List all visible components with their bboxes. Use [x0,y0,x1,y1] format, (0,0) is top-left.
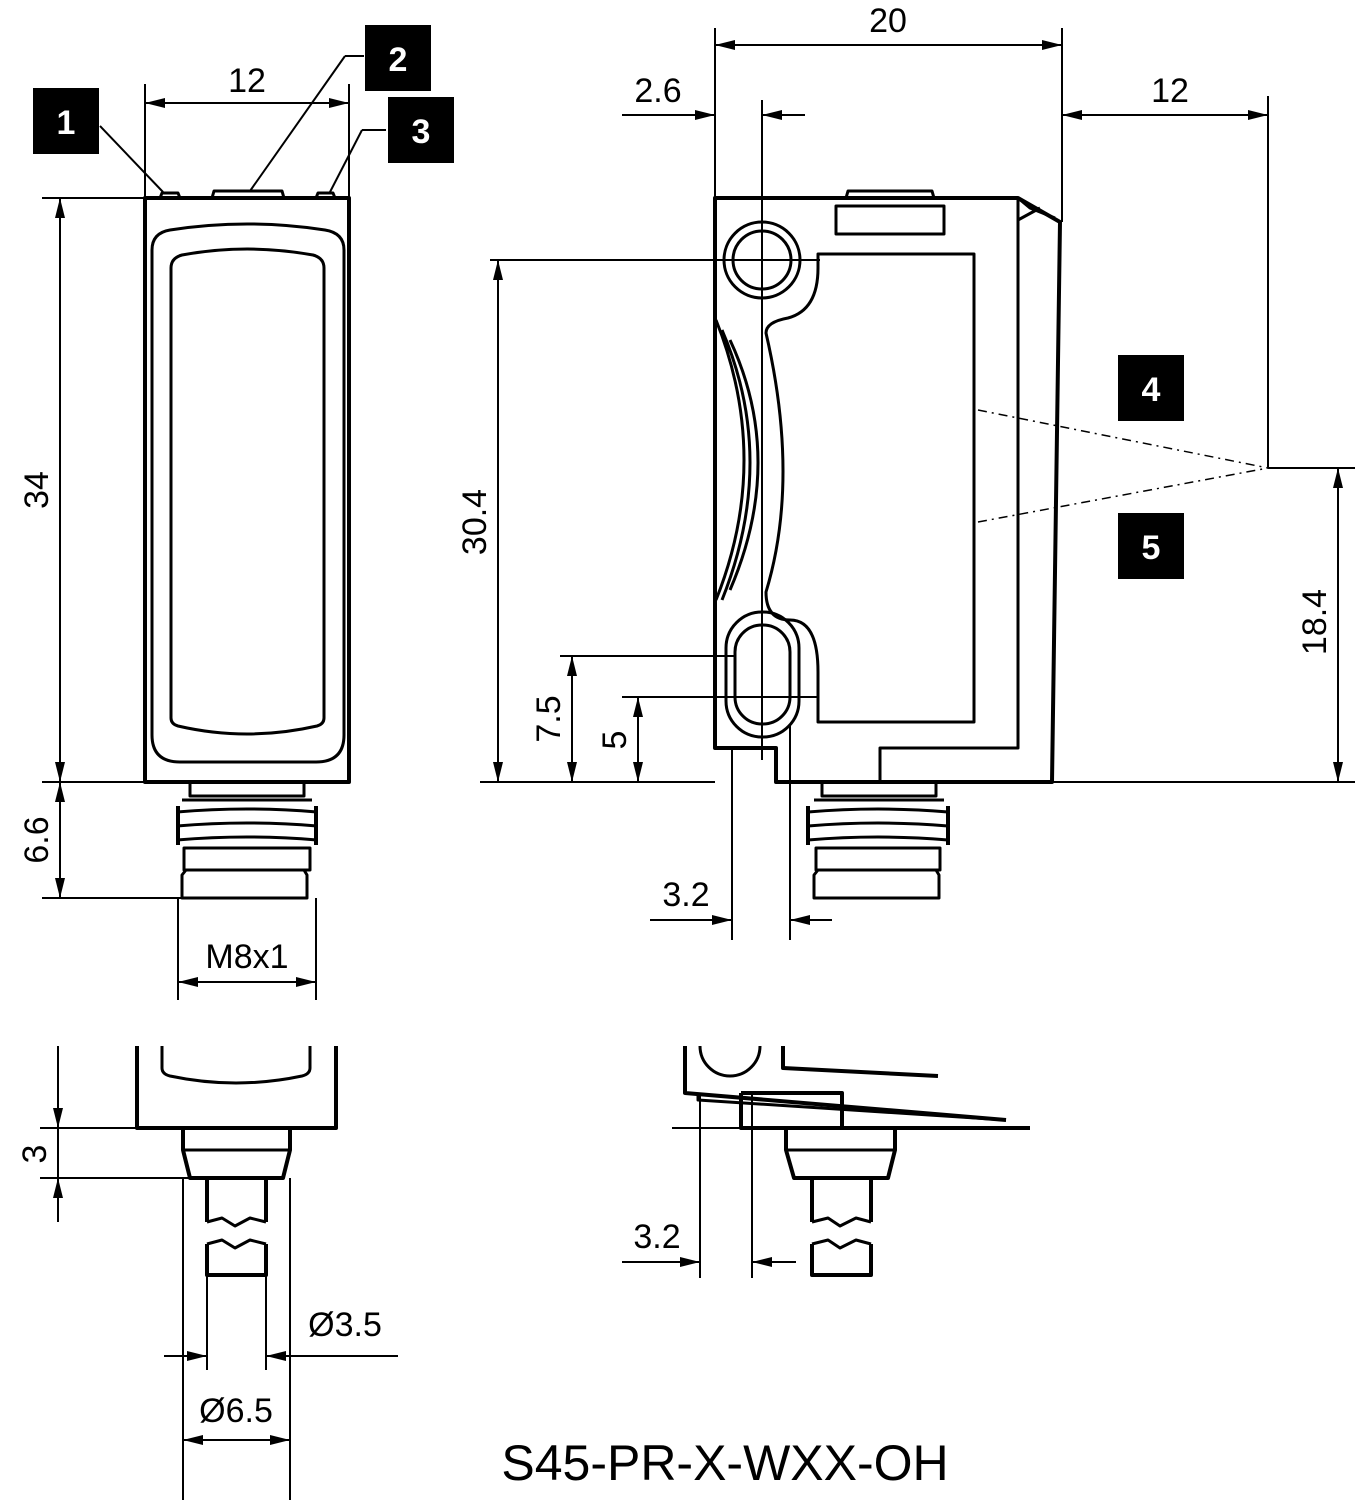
callout-4: 4 [1118,355,1184,421]
dim-cable-step: 3 [16,1145,54,1164]
callout-1-label: 1 [57,104,76,142]
dim-optical-axis-height: 18.4 [1296,589,1334,655]
dim-front-width: 12 [228,62,266,100]
callout-3-label: 3 [412,113,431,151]
dim-thread: M8x1 [205,938,288,976]
dim-hole-diameter-offset: 3.2 [662,876,709,914]
callout-2: 2 [365,25,431,91]
callout-4-label: 4 [1142,371,1161,409]
dim-cable-offset: 3.2 [633,1218,680,1256]
cable-side-view [622,1045,1030,1278]
callout-1: 1 [33,88,99,154]
dim-hole-offset: 2.6 [634,72,681,110]
dim-beam-distance: 12 [1151,72,1189,110]
front-view [42,55,386,1000]
dim-side-width: 20 [869,2,907,40]
dim-hole-spacing: 30.4 [456,489,494,555]
dim-lower-hole-center: 7.5 [530,695,568,742]
dim-cable-outer-diameter: Ø6.5 [199,1392,273,1430]
callout-5-label: 5 [1142,529,1161,567]
side-view [480,28,1355,940]
callout-2-label: 2 [389,41,408,79]
callout-5: 5 [1118,513,1184,579]
dim-lower-hole-edge: 5 [596,731,634,750]
model-title: S45-PR-X-WXX-OH [501,1435,948,1491]
callout-3: 3 [388,97,454,163]
dim-connector-length: 6.6 [18,816,56,863]
cable-front-view [40,1046,398,1500]
dim-cable-inner-diameter: Ø3.5 [308,1306,382,1344]
dim-front-height: 34 [18,471,56,509]
